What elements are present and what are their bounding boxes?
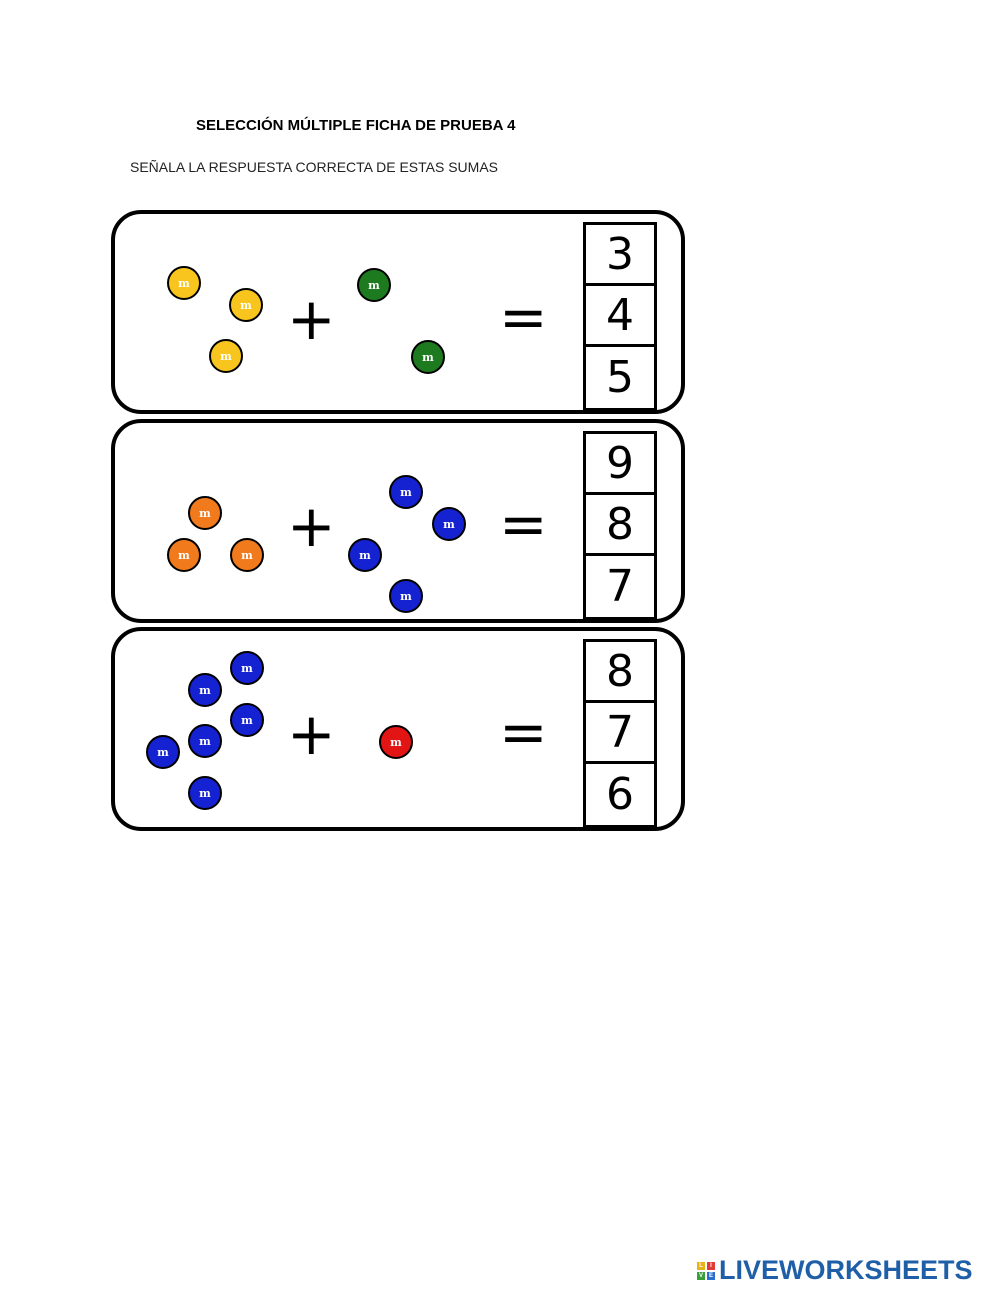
blue-candy-icon: m [188,724,222,758]
green-candy-icon: m [357,268,391,302]
logo-tile: E [707,1271,715,1280]
logo-tile: L [697,1261,705,1270]
blue-candy-icon: m [146,735,180,769]
logo-tiles-icon: L I V E [697,1261,715,1280]
answer-option[interactable]: 9 [586,434,654,495]
answer-option[interactable]: 3 [586,225,654,286]
blue-candy-icon: m [432,507,466,541]
yellow-candy-icon: m [167,266,201,300]
worksheet-title: SELECCIÓN MÚLTIPLE FICHA DE PRUEBA 4 [196,117,516,134]
answer-option[interactable]: 6 [606,769,634,820]
answer-option[interactable]: 8 [586,495,654,556]
answer-options-1: 3 4 5 [583,222,657,411]
answer-options-3: 8 7 6 [583,639,657,828]
blue-candy-icon: m [230,703,264,737]
equals-sign: = [499,283,548,351]
answer-option[interactable]: 5 [606,352,634,403]
blue-candy-icon: m [389,475,423,509]
exercise-card-2: m m m + m m m m = 9 8 7 [111,419,685,623]
exercise-card-3: m m m m m m + m = 8 7 6 [111,627,685,831]
equals-sign: = [499,490,548,558]
green-candy-icon: m [411,340,445,374]
logo-text: LIVEWORKSHEETS [719,1255,973,1285]
logo-tile: I [707,1261,715,1270]
blue-candy-icon: m [188,673,222,707]
yellow-candy-icon: m [229,288,263,322]
orange-candy-icon: m [167,538,201,572]
orange-candy-icon: m [188,496,222,530]
liveworksheets-logo: L I V E LIVEWORKSHEETS [697,1255,973,1286]
yellow-candy-icon: m [209,339,243,373]
answer-option[interactable]: 7 [606,561,634,612]
logo-tile: V [697,1271,705,1280]
answer-option[interactable]: 8 [586,642,654,703]
blue-candy-icon: m [188,776,222,810]
answer-option[interactable]: 7 [586,703,654,764]
red-candy-icon: m [379,725,413,759]
equals-sign: = [499,698,548,766]
plus-sign: + [287,492,336,560]
answer-options-2: 9 8 7 [583,431,657,620]
answer-option[interactable]: 4 [586,286,654,347]
exercise-card-1: m m m + m m = 3 4 5 [111,210,685,414]
blue-candy-icon: m [348,538,382,572]
plus-sign: + [287,285,336,353]
blue-candy-icon: m [389,579,423,613]
plus-sign: + [287,700,336,768]
orange-candy-icon: m [230,538,264,572]
worksheet-instruction: SEÑALA LA RESPUESTA CORRECTA DE ESTAS SU… [130,159,498,175]
blue-candy-icon: m [230,651,264,685]
